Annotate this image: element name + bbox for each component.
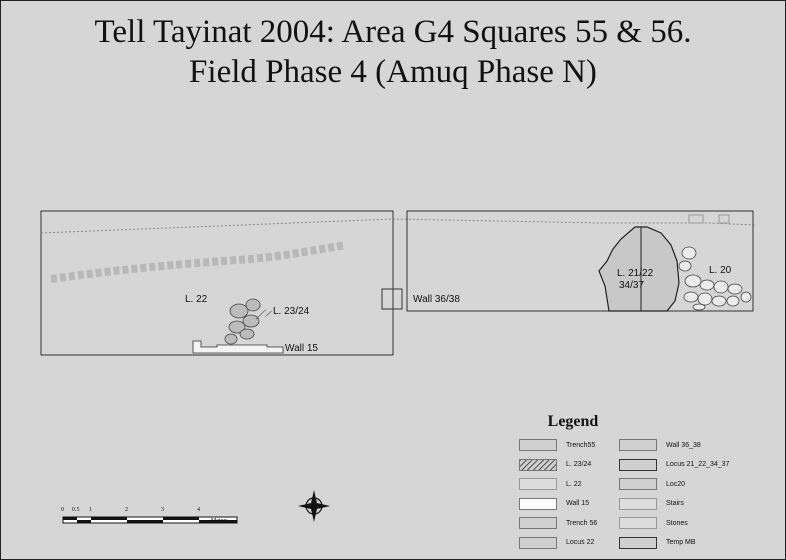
legend-right-item: Stones — [619, 516, 688, 530]
legend-label: Stairs — [666, 500, 684, 507]
label-wall15: Wall 15 — [285, 343, 318, 354]
scale-unit: Meters — [211, 518, 228, 524]
label-l2122: L. 21/22 — [617, 268, 654, 279]
legend-label: Trench 56 — [566, 519, 598, 527]
wall-36-38 — [381, 288, 403, 310]
wall-debris-band — [50, 241, 347, 283]
locus-23-24-stones — [224, 298, 261, 345]
compass-rose-icon — [298, 490, 330, 522]
legend-swatch — [619, 478, 657, 490]
label-l2324: L. 23/24 — [273, 306, 310, 317]
wall-15 — [192, 340, 284, 354]
trench-55-outline — [40, 210, 394, 356]
legend-swatch — [519, 439, 557, 451]
legend-left-item: Locus 22 — [519, 536, 594, 550]
legend-right-item: Temp MB — [619, 536, 696, 550]
scale-tick-3: 3 — [161, 507, 164, 513]
trench-edge-dotted — [40, 218, 756, 234]
legend-title: Legend — [547, 413, 599, 430]
legend-swatch — [519, 458, 557, 471]
legend-label: Loc20 — [666, 480, 686, 488]
label-l20: L. 20 — [709, 265, 732, 276]
legend-label: L. 23/24 — [566, 461, 592, 468]
legend-left-item: Wall 15 — [519, 497, 589, 511]
scale-tick-2: 2 — [125, 507, 128, 513]
legend-label: L. 22 — [566, 480, 582, 488]
map-title-line-2: Field Phase 4 (Amuq Phase N) — [189, 54, 597, 90]
legend-label: Locus 21_22_34_37 — [666, 461, 730, 468]
legend-swatch — [519, 478, 557, 490]
legend-right-item: Wall 36_38 — [619, 438, 701, 452]
legend-swatch — [619, 497, 657, 510]
locus-20-stones — [678, 246, 752, 311]
scale-tick-4: 4 — [197, 507, 200, 513]
legend-label: Temp MB — [666, 539, 696, 546]
legend-right-item: Locus 21_22_34_37 — [619, 458, 729, 472]
label-wall3638: Wall 36/38 — [413, 294, 460, 305]
legend-swatch — [619, 536, 657, 549]
legend-swatch — [619, 439, 657, 451]
stairs-marks — [688, 214, 730, 224]
legend: Legend Trench55 L. 23/24 L. 22 Wall 15 Trenc… — [513, 409, 775, 557]
scale-tick-0: 0 — [61, 507, 64, 513]
legend-left-item: L. 23/24 — [519, 458, 591, 472]
legend-right-item: Loc20 — [619, 477, 685, 491]
legend-swatch — [619, 517, 657, 529]
legend-right-item: Stairs — [619, 497, 684, 511]
trench-56-outline — [406, 210, 754, 312]
map-title-line-1: Tell Tayinat 2004: Area G4 Squares 55 & … — [94, 14, 692, 50]
label-l22: L. 22 — [185, 294, 208, 305]
label-l3437: 34/37 — [619, 280, 644, 291]
l2324-leader — [254, 307, 273, 322]
legend-swatch — [519, 497, 557, 510]
legend-label: Trench55 — [566, 441, 596, 449]
legend-label: Wall 36_38 — [666, 441, 701, 449]
legend-label: Wall 15 — [566, 500, 590, 507]
legend-left-item: Trench55 — [519, 438, 595, 452]
scale-bar — [62, 516, 238, 524]
legend-swatch — [619, 458, 657, 471]
legend-left-item: Trench 56 — [519, 516, 597, 530]
locus-21-22-34-37 — [598, 226, 680, 312]
legend-left-item: L. 22 — [519, 477, 582, 491]
legend-label: Locus 22 — [566, 539, 595, 546]
scale-tick-0-5: 0.5 — [72, 507, 80, 513]
legend-swatch — [519, 536, 557, 549]
scale-tick-1: 1 — [89, 507, 92, 513]
legend-swatch — [519, 517, 557, 529]
legend-label: Stones — [666, 519, 688, 527]
